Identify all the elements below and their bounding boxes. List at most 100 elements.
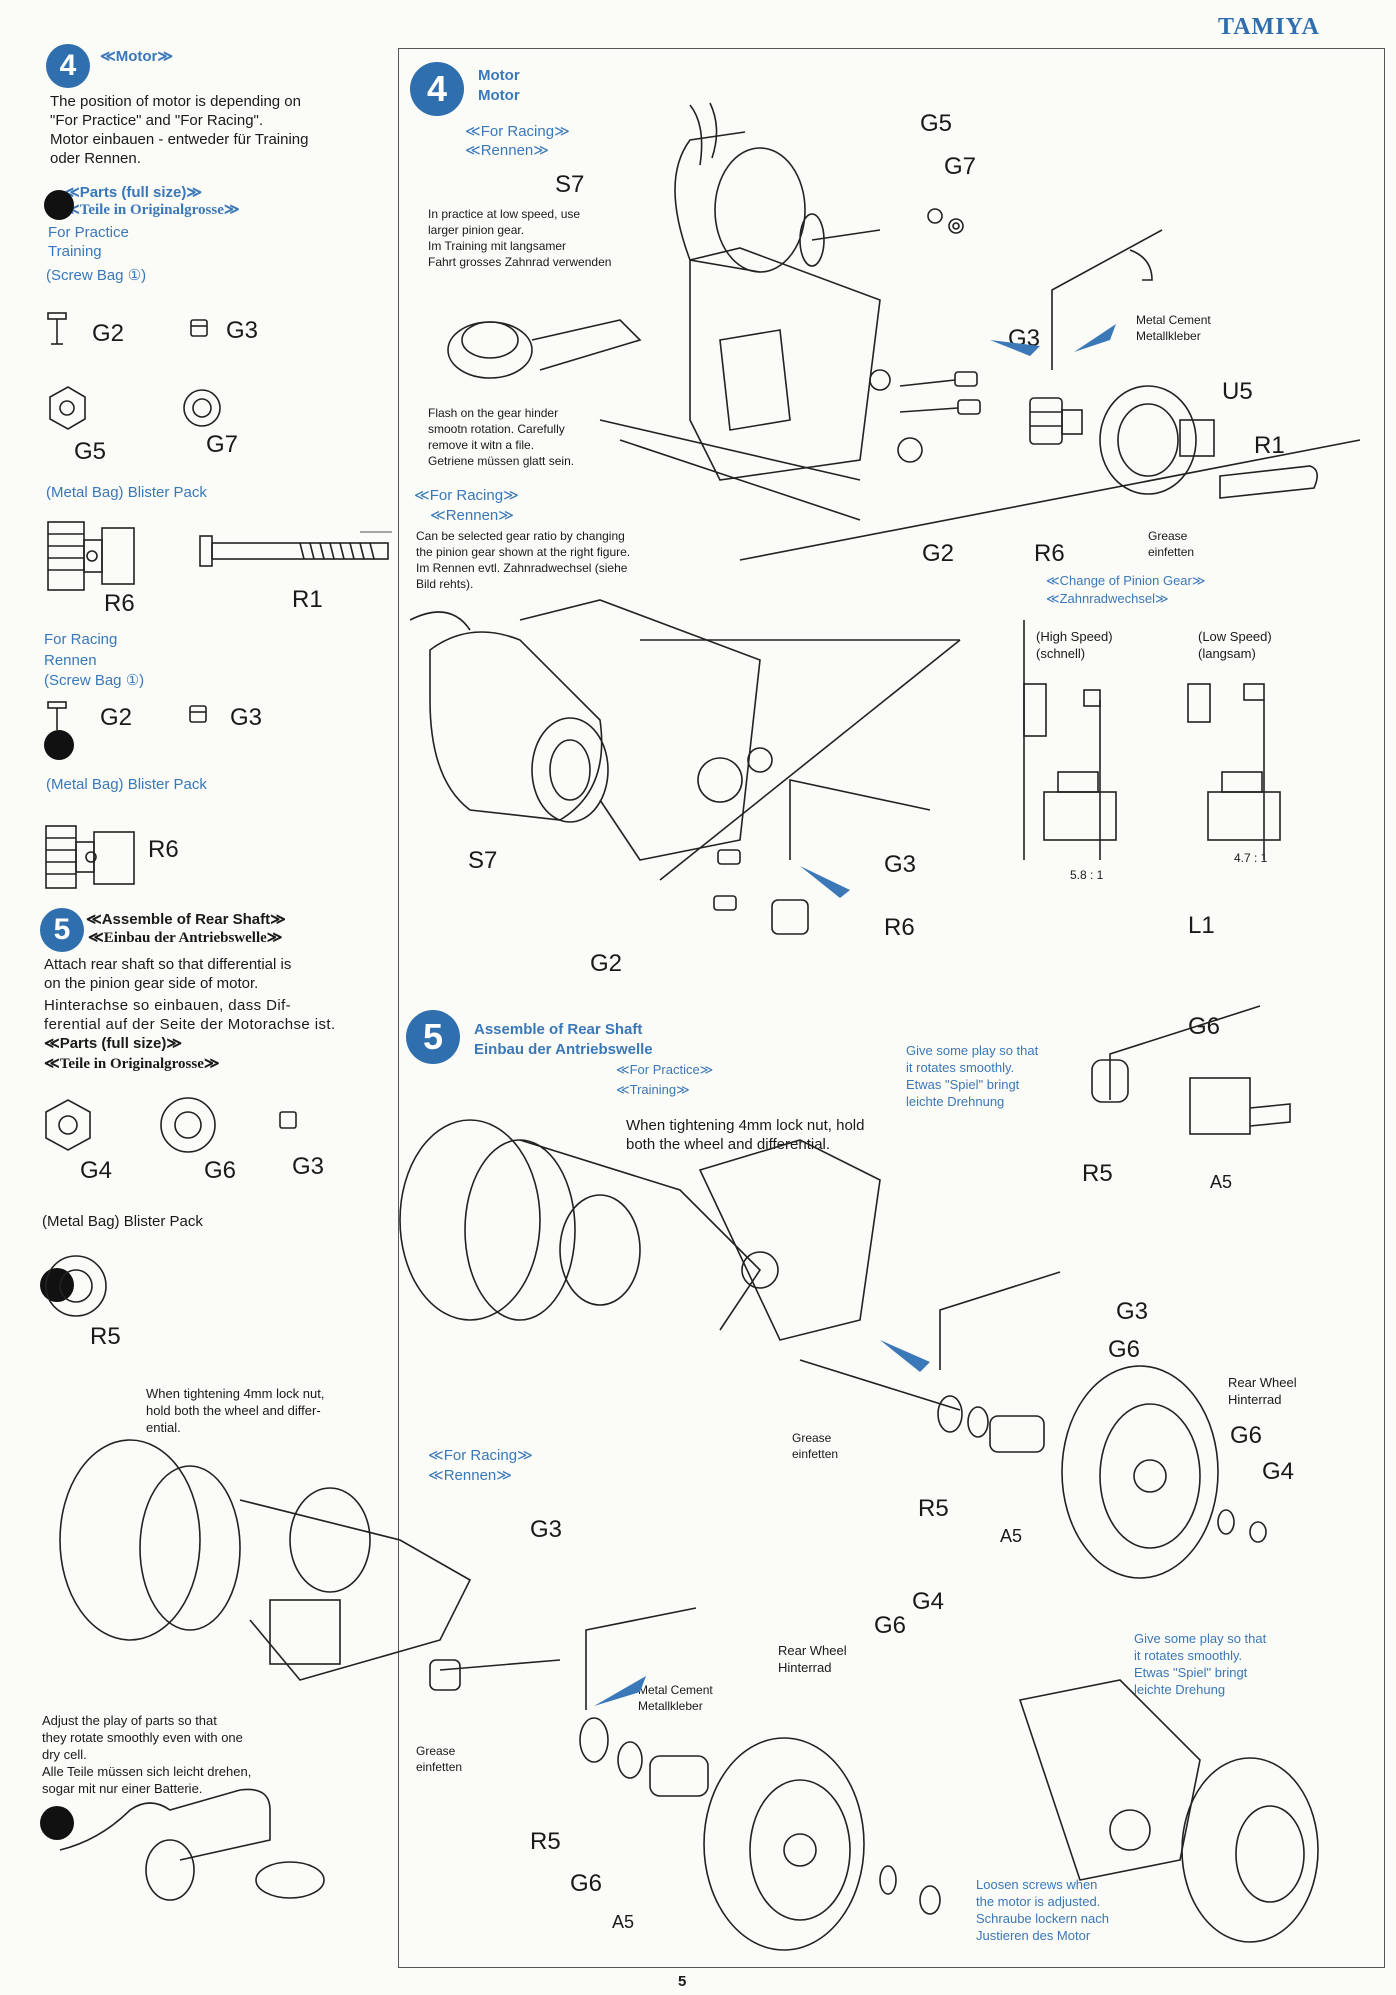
hex-wrench-step5-icon [939,1271,1061,1370]
step-5-badge: 5 [40,908,84,952]
rennen-label-2: ≪Rennen≫ [430,507,514,524]
high-speed-label: (High Speed)(schnell) [1036,629,1113,661]
label-a5-step5: A5 [1000,1526,1023,1546]
cement-arrow-3 [800,866,850,898]
part-label-g3-racing: G3 [230,704,263,731]
left-bottom-assembly-icon [59,1439,472,1681]
screws-g2-icon [899,371,981,415]
label-g2-racing: G2 [590,950,623,977]
racing-bottom-title-en: ≪For Racing≫ [428,1447,533,1464]
washer-g7-icon [183,389,221,427]
screws-g2-racing-icon [713,849,741,911]
label-g4: G4 [1262,1458,1295,1485]
screw-g2-icon [47,312,67,345]
part-label-g2-racing: G2 [100,704,133,731]
label-g3-step5: G3 [1116,1298,1149,1325]
spur-gear-u5-icon [1099,385,1215,495]
flash-gear-icon [447,319,642,379]
label-r5: R5 [1082,1160,1113,1187]
cement-arrow-5 [594,1676,646,1706]
label-g4-racing: G4 [912,1588,945,1615]
label-g2: G2 [922,540,955,567]
cement-arrow-2 [1074,324,1116,352]
part-label-r6-racing: R6 [148,836,179,863]
battery-check-icon [59,1788,325,1901]
label-g6-wheel: G6 [1230,1422,1263,1449]
part-label-g2: G2 [92,320,125,347]
screw-g2-racing-icon [47,701,67,730]
step-5-title-de: ≪Einbau der Antriebswelle≫ [88,930,283,946]
label-r6-racing: R6 [884,914,915,941]
label-g5: G5 [920,110,953,137]
practice-label-de: Training [48,243,102,260]
shaft-r1-assembly-icon [1219,465,1318,499]
nut-g3-small-icon [279,1111,297,1129]
label-g7: G7 [944,153,977,180]
low-speed-label: (Low Speed)(langsam) [1198,629,1272,661]
label-l1: L1 [1188,912,1215,939]
part-label-r1: R1 [292,586,323,613]
label-a5-racing: A5 [612,1912,635,1932]
screw-bag-label-1: (Screw Bag ①) [46,267,147,284]
label-g6-racing-wheel: G6 [874,1612,907,1639]
step-5-title-en: ≪Assemble of Rear Shaft≫ [86,911,286,928]
for-racing-label-2: ≪For Racing≫ [414,487,519,504]
part-label-g3: G3 [226,317,259,344]
label-g3-racing-bottom: G3 [530,1516,563,1543]
racing-label-en: For Racing [44,631,118,648]
screw-bag-label-2: (Screw Bag ①) [44,672,145,689]
part-label-r5: R5 [90,1323,121,1350]
hex-wrench-icon [1051,229,1163,370]
chassis-frame-icon [599,247,1361,561]
ratio-high: 5.8 : 1 [1070,868,1104,882]
for-practice-label: ≪For Practice≫ [616,1062,714,1077]
step-5-parts-de: ≪Teile in Originalgrosse≫ [44,1056,220,1072]
parts-heading-de: ≪Teile in Originalgrosse≫ [64,202,240,218]
for-racing-label: ≪For Racing≫ [465,123,570,140]
step-5-parts-en: ≪Parts (full size)≫ [44,1035,183,1052]
nut-g4-icon [45,1099,91,1151]
step-5-badge-large: 5 [406,1010,460,1064]
motor-title-en: Motor [478,67,520,84]
motor-title-de: Motor [478,87,520,104]
part-label-g5: G5 [74,438,107,465]
step-4-badge: 4 [46,44,90,88]
part-label-g4: G4 [80,1157,113,1184]
label-r6: R6 [1034,540,1065,567]
nut-g3-racing-icon [189,705,207,723]
chassis-racing-icon [519,599,961,881]
step-4-description: The position of motor is depending on"Fo… [50,93,309,167]
part-label-g6: G6 [204,1157,237,1184]
ratio-low: 4.7 : 1 [1234,851,1268,865]
label-g6-racing: G6 [570,1870,603,1897]
hex-wrench-racing-icon [789,779,931,860]
washer-g6-icon [160,1097,216,1153]
nut-g5-icon [49,386,86,430]
gear-r6-racing-assembly-icon [771,899,809,935]
racing-bottom-title-de: ≪Rennen≫ [428,1467,512,1484]
page-number: 5 [678,1973,687,1990]
pinion-g5-g7-icons [927,208,964,234]
training-label: ≪Training≫ [616,1082,690,1097]
motor-s7-icon [674,102,881,273]
bearing-r5-icon [45,1255,107,1317]
rear-shaft-title-de: Einbau der Antriebswelle [474,1041,653,1058]
rennen-label: ≪Rennen≫ [465,142,549,159]
label-g3-racing: G3 [884,851,917,878]
racing-detail-icon [1018,1679,1319,1943]
racing-label-de: Rennen [44,652,97,669]
racing-bottom-shaft-icon [429,1607,709,1797]
part-label-r6: R6 [104,590,135,617]
pinion-ratio-diagram [1023,620,1281,860]
nut-g3-icon [190,319,208,337]
shaft-r1-icon [199,535,389,567]
